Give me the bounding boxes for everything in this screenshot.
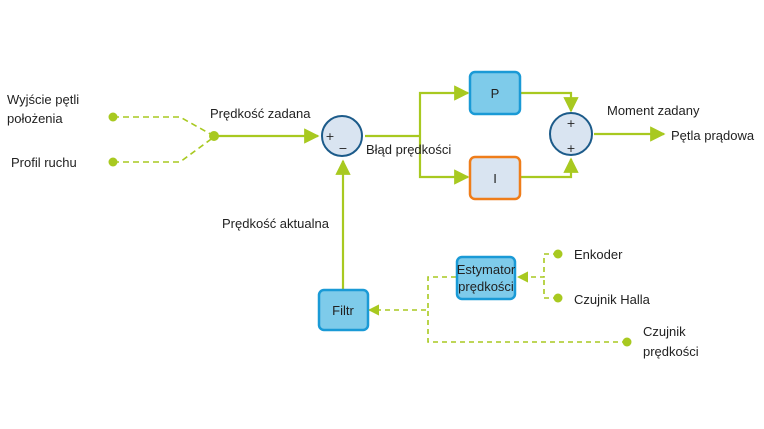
- speed-sensor-label-line2: prędkości: [643, 344, 699, 359]
- hall-line: [543, 277, 558, 299]
- error-to-p-line: [418, 85, 470, 136]
- encoder-dot: [553, 249, 563, 259]
- summing-junction-error: + −: [321, 115, 363, 157]
- speed-sensor-dot: [622, 337, 632, 347]
- estimator-label-line1: Estymator: [457, 262, 516, 277]
- encoder-label: Enkoder: [574, 247, 623, 262]
- filter-block-label: Filtr: [332, 303, 354, 318]
- speed-setpoint-label: Prędkość zadana: [210, 106, 311, 121]
- speed-estimator-block: Estymator prędkości: [455, 255, 517, 301]
- speed-sensor-label-line1: Czujnik: [643, 324, 686, 339]
- encoder-line: [516, 253, 558, 283]
- position-loop-output-label-line1: Wyjście pętli: [7, 92, 79, 107]
- motion-profile-input-dot: [108, 157, 118, 167]
- p-to-sum-line: [520, 91, 579, 113]
- junction1-top-sign: +: [325, 130, 334, 143]
- position-loop-output-label-line2: położenia: [7, 111, 63, 126]
- motion-profile-input-line: [113, 136, 215, 163]
- hall-sensor-label: Czujnik Halla: [574, 292, 651, 307]
- summing-junction-output: + +: [549, 112, 593, 156]
- p-block: P: [468, 70, 522, 116]
- torque-setpoint-label: Moment zadany: [607, 103, 700, 118]
- i-block-label: I: [493, 171, 497, 186]
- motion-profile-label: Profil ruchu: [11, 155, 77, 170]
- junction1-bottom-sign: −: [338, 142, 347, 155]
- junction2-top-sign: +: [566, 117, 575, 130]
- current-loop-label: Pętla prądowa: [671, 128, 755, 143]
- position-loop-input-line: [113, 116, 215, 137]
- speed-sensor-line: [427, 310, 627, 343]
- estimator-to-filter-line: [367, 276, 456, 316]
- filter-block: Filtr: [317, 288, 370, 332]
- i-block: I: [468, 155, 522, 201]
- actual-speed-label: Prędkość aktualna: [222, 216, 330, 231]
- junction2-bottom-sign: +: [566, 142, 575, 155]
- estimator-label-line2: prędkości: [458, 279, 514, 294]
- error-to-i-line: [418, 136, 470, 185]
- position-loop-input-dot: [108, 112, 118, 122]
- i-to-sum-line: [520, 157, 579, 179]
- hall-sensor-dot: [553, 293, 563, 303]
- speed-error-label: Błąd prędkości: [366, 142, 451, 157]
- p-block-label: P: [491, 86, 500, 101]
